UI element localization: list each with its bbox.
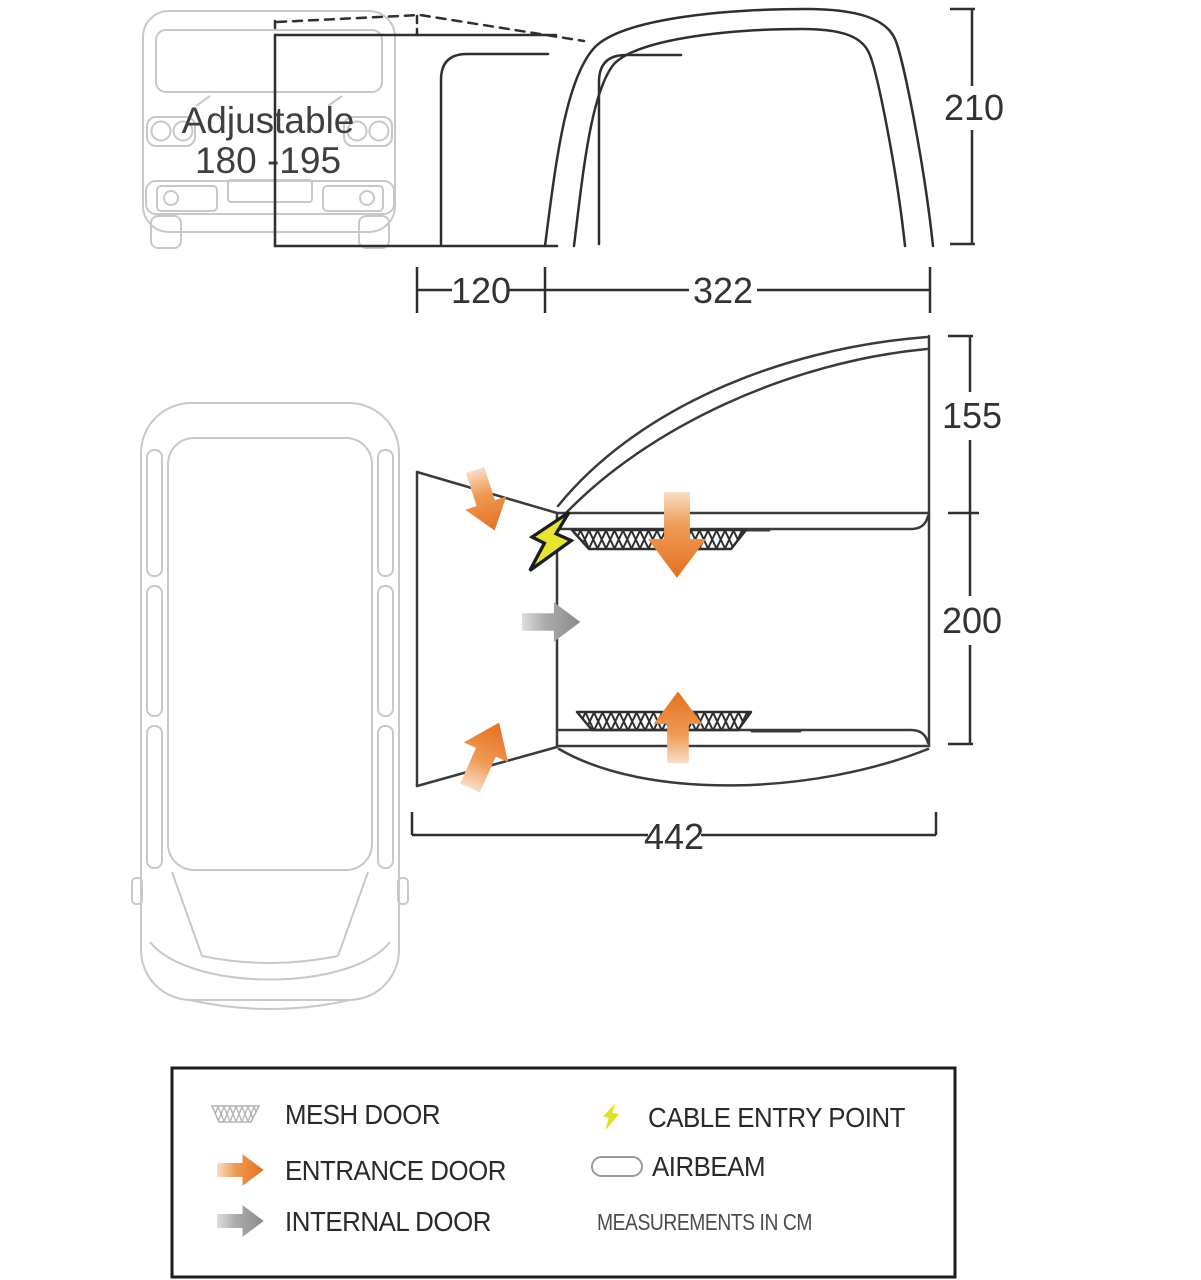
airbeam-icon	[591, 1156, 643, 1177]
legend-measurements-note: MEASUREMENTS IN CM	[597, 1209, 812, 1235]
van-wheel-left	[150, 215, 182, 249]
van-foglight-right	[322, 185, 384, 212]
room-depth-value: 200	[942, 600, 1002, 641]
total-width-value: 442	[644, 816, 704, 857]
mesh-door-icon	[210, 1105, 261, 1123]
van-side-window	[377, 449, 394, 577]
internal-door-arrow	[522, 602, 581, 642]
dimension-height-210: 210	[944, 7, 1004, 246]
room-bottom-airbeam-band	[555, 728, 931, 748]
van-side-window	[377, 725, 394, 869]
van-wheel-right	[358, 215, 390, 249]
van-hood-lines	[149, 941, 391, 1010]
canopy-depth-value: 155	[942, 395, 1002, 436]
van-windshield-top	[171, 871, 369, 964]
entrance-door-arrow-top-tunnel	[454, 463, 516, 538]
legend-label-cable-entry-point: CABLE ENTRY POINT	[648, 1102, 905, 1133]
van-side-window	[146, 585, 163, 717]
van-wipers	[195, 95, 343, 107]
van-headlight-left	[146, 116, 196, 147]
dimension-total-width-442: 442	[410, 812, 938, 857]
legend-label-airbeam: AIRBEAM	[652, 1151, 765, 1182]
height-value: 210	[944, 87, 1004, 128]
van-top-view	[131, 402, 409, 1010]
van-adjustable-note: Adjustable 180 -195	[182, 100, 355, 181]
awning-width-value: 322	[693, 270, 753, 311]
roof-connection-dashed-line	[275, 13, 586, 43]
awning-window-outline	[597, 53, 683, 246]
canopy-outer-arc	[556, 335, 929, 508]
adjustable-label-line1: Adjustable	[182, 100, 355, 141]
van-windshield	[155, 29, 383, 93]
canopy-inner-arc	[564, 347, 929, 515]
van-mirror-left	[131, 877, 143, 905]
entrance-door-arrow-bottom-tunnel	[447, 712, 522, 798]
van-headlight-right	[343, 116, 393, 147]
awning-side-elevation	[273, 7, 935, 248]
legend-label-entrance-door: ENTRANCE DOOR	[285, 1155, 506, 1186]
van-mirror-right	[397, 877, 409, 905]
van-front-view	[142, 10, 396, 249]
legend-label-internal-door: INTERNAL DOOR	[285, 1206, 491, 1237]
awning-outer-profile	[543, 7, 935, 248]
awning-airbeam-inner-line	[572, 27, 907, 248]
cable-entry-icon	[522, 503, 580, 581]
bottom-fabric-curve	[557, 747, 930, 787]
tunnel-window-outline	[439, 52, 550, 246]
legend-box	[170, 1066, 957, 1279]
adjustable-label-line2: 180 -195	[195, 140, 341, 181]
dimension-depths-155-200: 155 200	[942, 334, 1002, 746]
van-top-body	[140, 402, 400, 1001]
dimension-widths-120-322: 120 322	[415, 267, 932, 313]
van-roof-panel	[167, 437, 373, 871]
awning-floor-plan	[415, 334, 931, 788]
mesh-doors	[570, 528, 753, 732]
van-front-body	[142, 10, 396, 233]
legend: MESH DOOR ENTRANCE DOOR INTERNAL DOOR CA…	[170, 1066, 957, 1279]
van-license-plate	[227, 179, 313, 203]
legend-label-mesh-door: MESH DOOR	[285, 1099, 440, 1130]
van-side-window	[377, 585, 394, 717]
van-side-window	[146, 725, 163, 869]
room-top-airbeam-band	[555, 511, 931, 531]
tunnel-depth-value: 120	[451, 270, 511, 311]
van-foglight-left	[156, 185, 218, 212]
van-side-window	[146, 449, 163, 577]
